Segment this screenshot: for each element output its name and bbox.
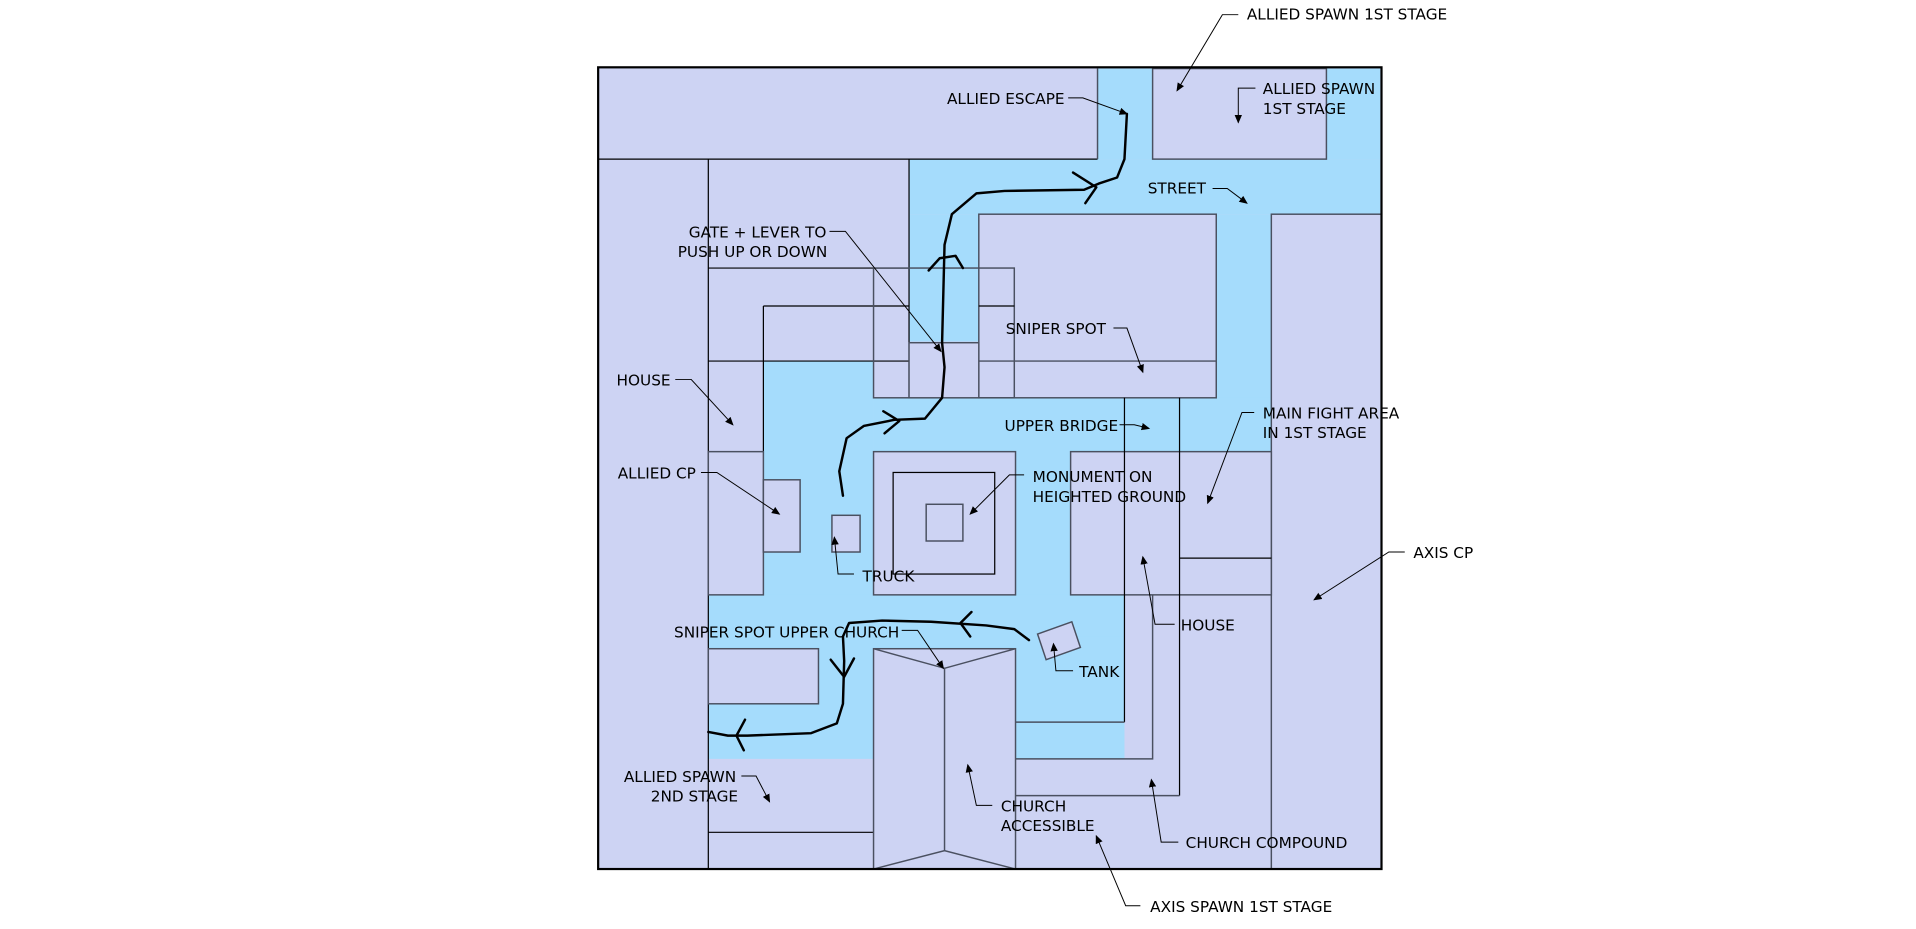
label-tank: TANK <box>1078 663 1120 681</box>
building-south-west <box>707 647 820 705</box>
building-house-right <box>1069 450 1273 596</box>
road-street <box>909 159 1381 215</box>
monument-inner <box>925 503 964 542</box>
label-upper-bridge: UPPER BRIDGE <box>1005 417 1119 435</box>
label-allied-spawn-2nd-line2: 2ND STAGE <box>651 788 738 806</box>
label-allied-escape: ALLIED ESCAPE <box>947 90 1065 108</box>
label-church-line1: CHURCH <box>1001 797 1066 815</box>
route-arrow-south <box>959 610 973 638</box>
label-allied-spawn-2nd-line1: ALLIED SPAWN <box>624 768 736 786</box>
route-north <box>838 112 1129 497</box>
truck <box>831 514 861 553</box>
building-allied-cp-house <box>707 450 765 596</box>
label-main-fight-line1: MAIN FIGHT AREA <box>1263 405 1400 423</box>
label-gate-line2: PUSH UP OR DOWN <box>678 243 828 261</box>
label-church-line2: ACCESSIBLE <box>1001 817 1095 835</box>
building-sniper-spot <box>978 213 1217 399</box>
label-axis-spawn: AXIS SPAWN 1ST STAGE <box>1150 898 1332 916</box>
label-allied-spawn-1st-line2: 1ST STAGE <box>1263 100 1346 118</box>
label-allied-spawn-1st-top: ALLIED SPAWN 1ST STAGE <box>1247 6 1447 24</box>
route-arrow-west <box>735 718 747 752</box>
route-arrow-down <box>829 657 856 679</box>
allied-cp <box>762 479 801 553</box>
label-gate-line1: GATE + LEVER TO <box>689 223 827 241</box>
label-church-compound: CHURCH COMPOUND <box>1186 834 1348 852</box>
route-south <box>707 619 1031 737</box>
label-sniper-spot: SNIPER SPOT <box>1006 320 1107 338</box>
label-allied-cp: ALLIED CP <box>618 465 696 483</box>
buildings <box>598 67 1383 870</box>
leader-lines <box>675 14 1405 907</box>
labels: ALLIED SPAWN 1ST STAGE ALLIED ESCAPE ALL… <box>617 6 1474 916</box>
label-street: STREET <box>1148 179 1207 197</box>
label-allied-spawn-1st-line1: ALLIED SPAWN <box>1263 80 1375 98</box>
map-border <box>597 66 1383 871</box>
route-arrow-plaza <box>882 410 901 435</box>
building-axis-cp <box>1270 213 1383 870</box>
label-main-fight-line2: IN 1ST STAGE <box>1263 424 1367 442</box>
label-monument-line2: HEIGHTED GROUND <box>1033 488 1186 506</box>
route-arrow-gate <box>927 254 965 272</box>
label-sniper-upper-church: SNIPER SPOT UPPER CHURCH <box>674 624 899 642</box>
routes <box>707 112 1129 752</box>
label-house-left: HOUSE <box>617 372 671 390</box>
label-truck: TRUCK <box>862 567 916 585</box>
tank <box>1036 620 1082 661</box>
route-arrow-east <box>1071 171 1098 205</box>
monument-outer <box>872 450 1017 596</box>
monument-middle <box>892 471 996 575</box>
label-axis-cp: AXIS CP <box>1413 544 1473 562</box>
label-monument-line1: MONUMENT ON <box>1033 468 1153 486</box>
label-house-right: HOUSE <box>1181 616 1235 634</box>
road-bridge <box>1124 397 1272 452</box>
